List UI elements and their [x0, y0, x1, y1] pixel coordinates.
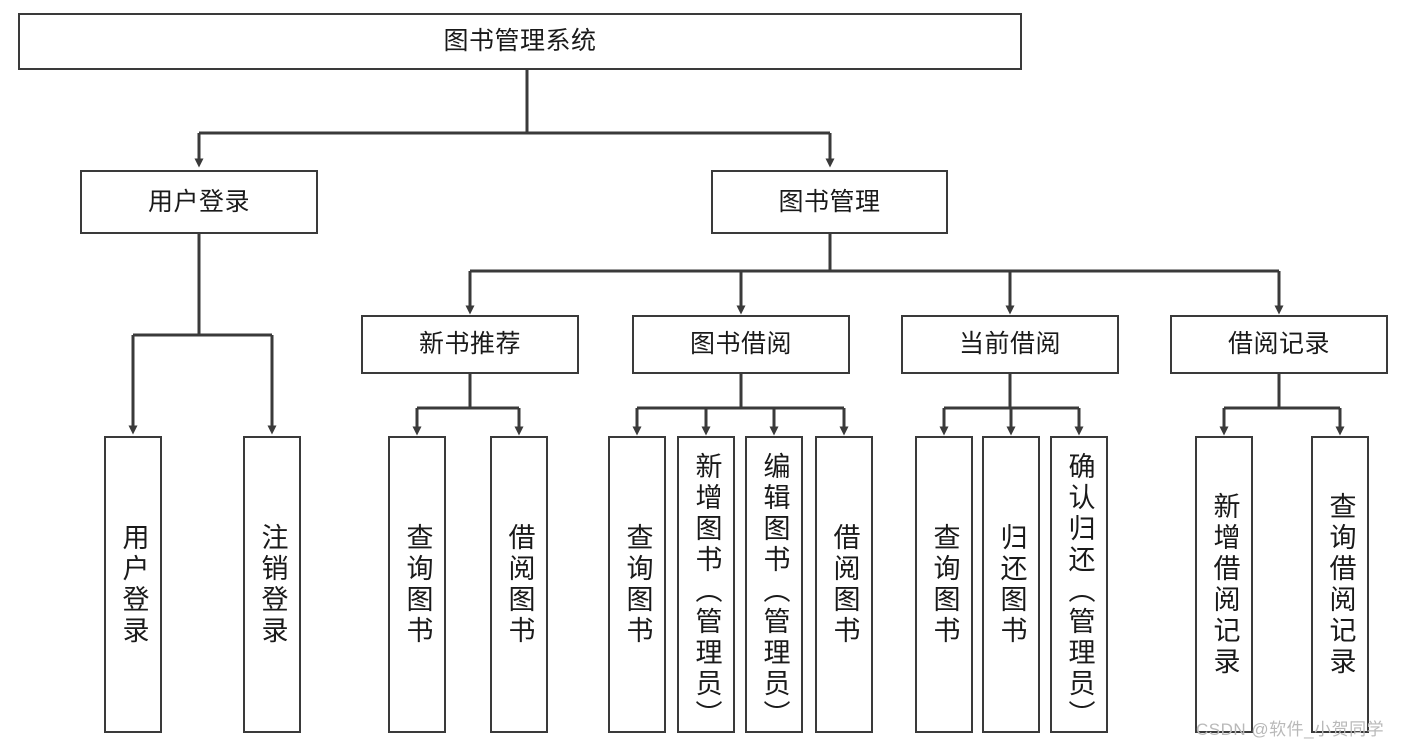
node-label: 图书管理系统 [443, 27, 597, 55]
node-label: 新增图书（管理员） [691, 452, 722, 731]
leaf-edit-book-admin[interactable]: 编辑图书（管理员） [745, 436, 803, 733]
node-label: 查询图书 [402, 522, 433, 647]
node-label: 用户登录 [118, 522, 149, 647]
leaf-borrow-book[interactable]: 借阅图书 [815, 436, 873, 733]
node-label: 图书借阅 [689, 330, 792, 358]
node-label: 借阅记录 [1227, 330, 1330, 358]
node-book-borrow[interactable]: 图书借阅 [632, 315, 850, 374]
leaf-return-book[interactable]: 归还图书 [982, 436, 1040, 733]
node-current-borrow[interactable]: 当前借阅 [901, 315, 1119, 374]
node-label: 借阅图书 [829, 522, 860, 647]
node-label: 查询图书 [622, 522, 653, 647]
leaf-query-book-current[interactable]: 查询图书 [915, 436, 973, 733]
watermark-text: CSDN @软件_小贺同学 [1196, 720, 1385, 739]
node-label: 用户登录 [147, 187, 250, 216]
node-label: 注销登录 [257, 522, 288, 647]
node-label: 借阅图书 [504, 522, 535, 647]
leaf-add-borrow-record[interactable]: 新增借阅记录 [1195, 436, 1253, 733]
node-label: 查询图书 [929, 522, 960, 647]
leaf-borrow-book-recommend[interactable]: 借阅图书 [490, 436, 548, 733]
node-label: 当前借阅 [958, 330, 1061, 358]
leaf-user-logout[interactable]: 注销登录 [243, 436, 301, 733]
leaf-query-book-recommend[interactable]: 查询图书 [388, 436, 446, 733]
node-label: 确认归还（管理员） [1064, 452, 1095, 731]
leaf-add-book-admin[interactable]: 新增图书（管理员） [677, 436, 735, 733]
node-borrow-record[interactable]: 借阅记录 [1170, 315, 1388, 374]
leaf-query-borrow-record[interactable]: 查询借阅记录 [1311, 436, 1369, 733]
leaf-query-book-borrow[interactable]: 查询图书 [608, 436, 666, 733]
node-label: 编辑图书（管理员） [759, 452, 790, 731]
node-user-login[interactable]: 用户登录 [80, 170, 318, 234]
node-label: 新增借阅记录 [1209, 491, 1240, 678]
node-book-management[interactable]: 图书管理 [711, 170, 948, 234]
leaf-user-login[interactable]: 用户登录 [104, 436, 162, 733]
leaf-confirm-return-admin[interactable]: 确认归还（管理员） [1050, 436, 1108, 733]
node-label: 查询借阅记录 [1325, 491, 1356, 678]
node-label: 归还图书 [996, 522, 1027, 647]
node-label: 图书管理 [778, 187, 881, 216]
node-label: 新书推荐 [418, 330, 521, 358]
node-root-system[interactable]: 图书管理系统 [18, 13, 1022, 70]
node-new-book-recommend[interactable]: 新书推荐 [361, 315, 579, 374]
